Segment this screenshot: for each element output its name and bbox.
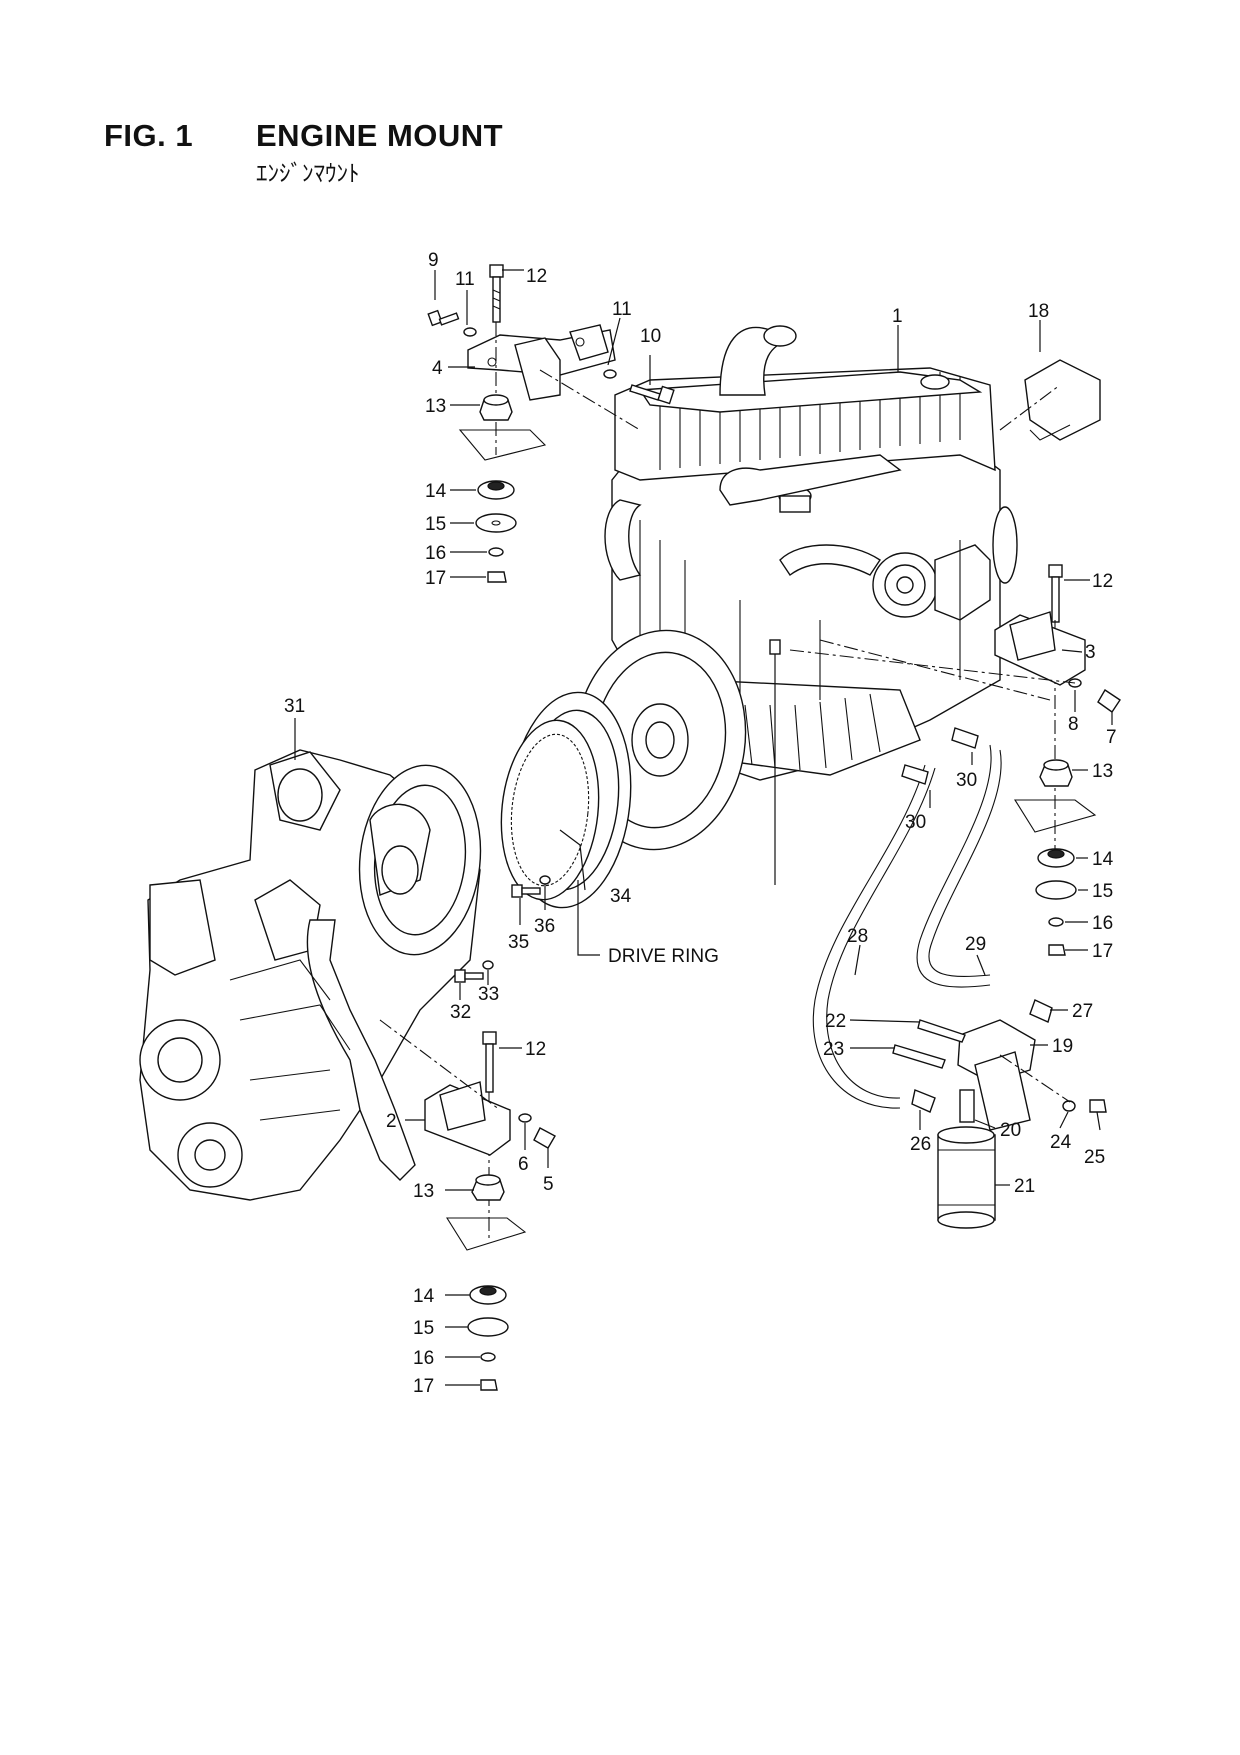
callout-3: 3: [1085, 642, 1096, 663]
bolt-10: [629, 384, 675, 405]
callout-numbers: 9 11 12 11 10 1 18 4 13 14 15 16 17 12 3…: [284, 250, 1117, 1397]
callout-30-upper: 30: [956, 770, 977, 791]
callout-25: 25: [1084, 1147, 1105, 1168]
callout-23: 23: [823, 1039, 844, 1060]
callout-22: 22: [825, 1011, 846, 1032]
callout-12-right: 12: [1092, 571, 1113, 592]
part-18-bracket: [1024, 359, 1101, 441]
callout-32: 32: [450, 1002, 471, 1023]
callout-15-upper: 15: [425, 514, 446, 535]
callout-7: 7: [1106, 727, 1117, 748]
callout-24: 24: [1050, 1132, 1072, 1153]
bolt-12-top: [489, 264, 504, 455]
callout-13-right: 13: [1092, 761, 1113, 782]
callout-15-lower: 15: [413, 1318, 434, 1339]
callout-1: 1: [892, 306, 903, 327]
callout-14-right: 14: [1092, 849, 1114, 870]
callout-11-right: 11: [612, 299, 632, 320]
callout-34: 34: [610, 886, 632, 907]
callout-16-upper: 16: [425, 543, 446, 564]
callout-27: 27: [1072, 1001, 1093, 1022]
figure-header: FIG. 1 ENGINE MOUNT ｴﾝｼﾞﾝﾏｳﾝﾄ: [104, 112, 704, 192]
callout-28: 28: [847, 926, 868, 947]
washer-11-right: [603, 369, 617, 379]
washer-11-left: [463, 327, 477, 337]
callout-29: 29: [965, 934, 986, 955]
callout-12-lower: 12: [525, 1039, 546, 1060]
callout-16-right: 16: [1092, 913, 1113, 934]
figure-title: ENGINE MOUNT: [256, 118, 504, 153]
callout-35: 35: [508, 932, 529, 953]
callout-16-lower: 16: [413, 1348, 434, 1369]
figure-subtitle-japanese: ｴﾝｼﾞﾝﾏｳﾝﾄ: [256, 161, 360, 187]
callout-17-right: 17: [1092, 941, 1113, 962]
callout-17-lower: 17: [413, 1376, 434, 1397]
callout-13-lower: 13: [413, 1181, 434, 1202]
label-drive-ring: DRIVE RING: [608, 946, 719, 967]
callout-18: 18: [1028, 301, 1049, 322]
callout-20: 20: [1000, 1120, 1021, 1141]
callout-26: 26: [910, 1134, 931, 1155]
figure-number: FIG. 1: [104, 118, 194, 153]
part-4-upper-bracket: [467, 324, 616, 401]
oil-filter-assembly: [812, 727, 1107, 1229]
flywheel-assembly: [500, 629, 747, 909]
callout-14-lower: 14: [413, 1286, 435, 1307]
callout-14-upper: 14: [425, 481, 447, 502]
callout-5: 5: [543, 1174, 554, 1195]
transmission-assembly: [139, 749, 482, 1201]
assembly-centerlines: [379, 369, 1076, 1111]
callout-13-upper: 13: [425, 396, 446, 417]
callout-6: 6: [518, 1154, 529, 1175]
callout-12-top: 12: [526, 266, 547, 287]
callout-9: 9: [428, 250, 439, 271]
callout-4: 4: [432, 358, 443, 379]
callout-leaders: [294, 269, 1113, 1386]
callout-2: 2: [386, 1111, 397, 1132]
mount-stack-upper-left: [458, 394, 547, 583]
mount-stack-lower-left: [424, 1031, 556, 1391]
callout-10: 10: [640, 326, 661, 347]
callout-33: 33: [478, 984, 499, 1005]
bolt-9: [427, 309, 460, 327]
bolt-32-washer-33: [454, 960, 494, 983]
callout-15-right: 15: [1092, 881, 1113, 902]
callout-11-left: 11: [455, 269, 475, 290]
callout-21: 21: [1014, 1176, 1035, 1197]
callout-36: 36: [534, 916, 555, 937]
callout-30-lower: 30: [905, 812, 926, 833]
callout-8: 8: [1068, 714, 1079, 735]
mount-stack-right: [994, 564, 1121, 956]
callout-17-upper: 17: [425, 568, 446, 589]
callout-19: 19: [1052, 1036, 1073, 1057]
callout-31: 31: [284, 696, 305, 717]
